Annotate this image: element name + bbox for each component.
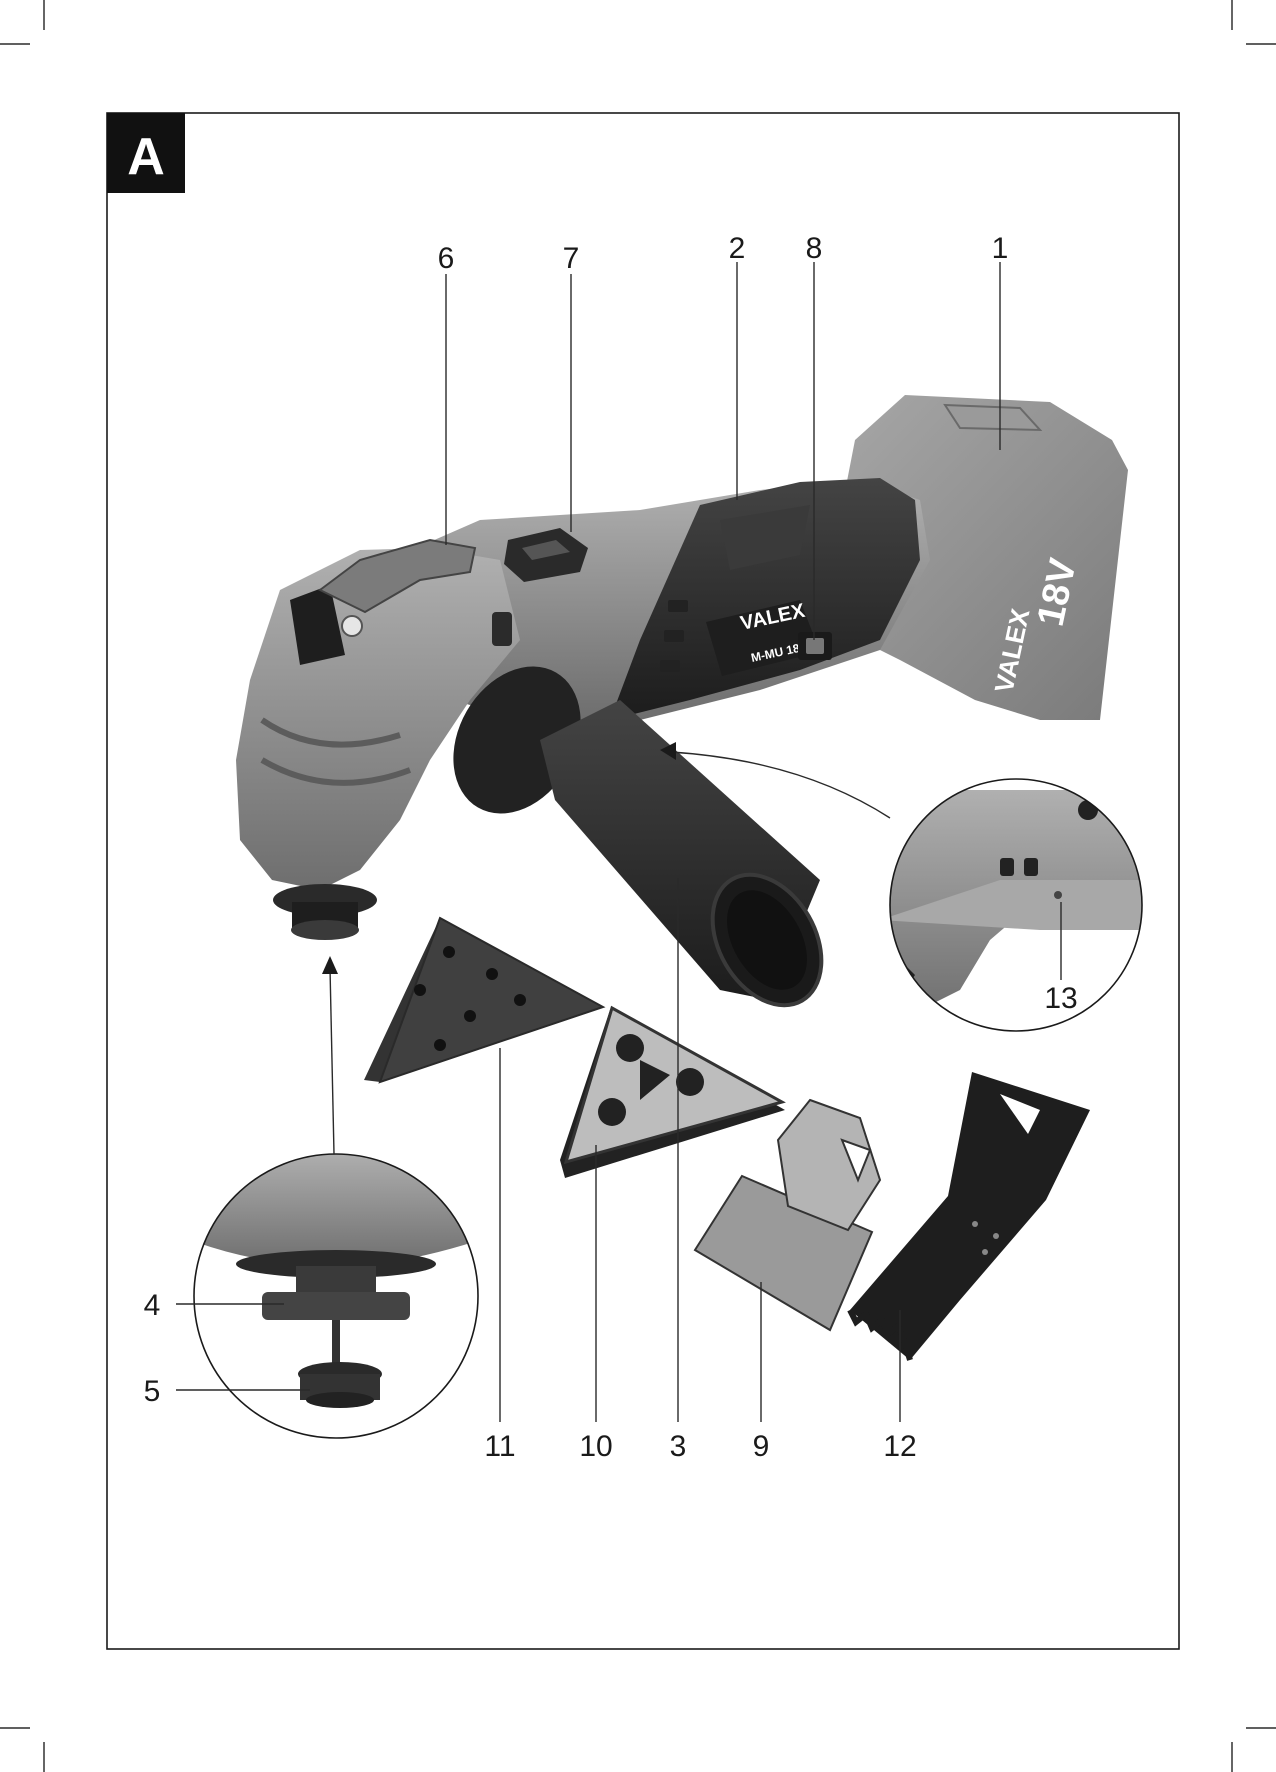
callout-9: 9 bbox=[753, 1430, 770, 1463]
callout-13: 13 bbox=[1044, 982, 1077, 1015]
sanding-sheet bbox=[364, 918, 603, 1082]
arrow-to-tool-holder bbox=[322, 956, 338, 1154]
tool-holder bbox=[273, 884, 377, 940]
callout-1: 1 bbox=[992, 232, 1009, 265]
callout-11: 11 bbox=[484, 1430, 515, 1463]
callout-12: 12 bbox=[883, 1430, 916, 1463]
saw-blade bbox=[850, 1072, 1090, 1360]
speed-dial bbox=[798, 632, 832, 660]
callout-2: 2 bbox=[729, 232, 746, 265]
callout-6: 6 bbox=[438, 242, 455, 275]
detail-view-clamp bbox=[190, 1150, 480, 1438]
detail-view-cord-port bbox=[880, 779, 1150, 1031]
callout-10: 10 bbox=[579, 1430, 612, 1463]
callout-7: 7 bbox=[563, 242, 580, 275]
callout-8: 8 bbox=[806, 232, 823, 265]
figure-badge: A bbox=[107, 113, 185, 193]
callout-3: 3 bbox=[670, 1430, 687, 1463]
figure-badge-label: A bbox=[127, 128, 165, 186]
sanding-plate bbox=[560, 1008, 785, 1178]
callout-5: 5 bbox=[144, 1375, 161, 1408]
callout-4: 4 bbox=[144, 1289, 161, 1322]
scraper-blade bbox=[695, 1100, 880, 1330]
